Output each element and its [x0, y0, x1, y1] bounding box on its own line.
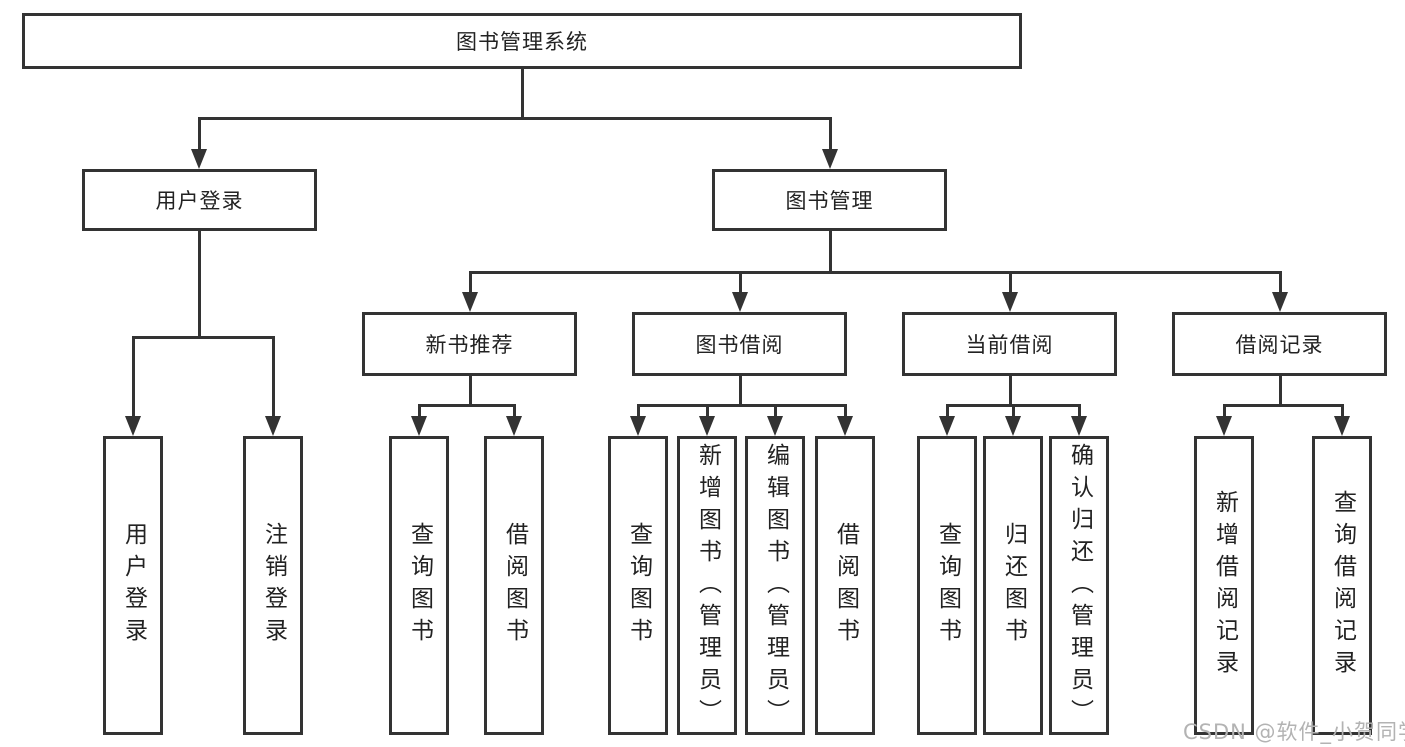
- connector-newbook-horizontal: [418, 404, 516, 407]
- node-root-label: 图书管理系统: [456, 30, 588, 54]
- node-newbook-recommend-label: 新书推荐: [425, 333, 514, 357]
- arrow-down-icon: [1071, 416, 1087, 436]
- leaf-label: 查询图书: [406, 521, 433, 650]
- connector-drop-login-leaf1: [132, 336, 135, 418]
- leaf-label: 注销登录: [260, 521, 287, 650]
- connector-drop-bookborrow: [739, 271, 742, 294]
- arrow-down-icon: [462, 292, 478, 312]
- connector-newbook-stub: [469, 376, 472, 407]
- leaf-query-books-1: 查询图书: [389, 436, 449, 735]
- leaf-borrow-books-1: 借阅图书: [484, 436, 544, 735]
- connector-drop: [1078, 404, 1081, 418]
- leaf-label: 查询借阅记录: [1329, 489, 1356, 682]
- csdn-watermark: CSDN @软件_小贺同学: [1183, 720, 1405, 744]
- connector-bookborrow-horizontal: [637, 404, 847, 407]
- connector-drop-login-leaf2: [272, 336, 275, 418]
- leaf-label: 借阅图书: [501, 521, 528, 650]
- arrow-down-icon: [191, 149, 207, 169]
- connector-drop: [706, 404, 709, 418]
- leaf-label: 编辑图书（管理员）: [762, 443, 789, 731]
- connector-drop: [637, 404, 640, 418]
- leaf-borrow-books-2: 借阅图书: [815, 436, 875, 735]
- connector-drop-borrowrecords: [1279, 271, 1282, 294]
- arrow-down-icon: [732, 292, 748, 312]
- node-current-borrow-label: 当前借阅: [965, 333, 1054, 357]
- connector-drop: [418, 404, 421, 418]
- connector-drop: [1341, 404, 1344, 418]
- node-root: 图书管理系统: [22, 13, 1022, 69]
- connector-drop: [946, 404, 949, 418]
- connector-drop-user-login: [198, 117, 201, 151]
- leaf-edit-books-admin: 编辑图书（管理员）: [745, 436, 805, 735]
- leaf-add-borrow-record: 新增借阅记录: [1194, 436, 1254, 735]
- leaf-label: 确认归还（管理员）: [1066, 443, 1093, 731]
- arrow-down-icon: [699, 416, 715, 436]
- leaf-user-login: 用户登录: [103, 436, 163, 735]
- connector-level1-horizontal: [198, 117, 831, 120]
- connector-borrowrecords-stub: [1279, 376, 1282, 407]
- leaf-label: 新增借阅记录: [1211, 489, 1238, 682]
- connector-drop: [1223, 404, 1226, 418]
- node-book-borrow-label: 图书借阅: [695, 333, 784, 357]
- connector-borrowrecords-horizontal: [1223, 404, 1344, 407]
- node-newbook-recommend: 新书推荐: [362, 312, 577, 376]
- arrow-down-icon: [1216, 416, 1232, 436]
- connector-bookborrow-stub: [739, 376, 742, 407]
- leaf-label: 查询图书: [625, 521, 652, 650]
- connector-level3-horizontal: [469, 271, 1282, 274]
- node-borrow-records: 借阅记录: [1172, 312, 1387, 376]
- leaf-logout: 注销登录: [243, 436, 303, 735]
- leaf-label: 新增图书（管理员）: [694, 443, 721, 731]
- arrow-down-icon: [125, 416, 141, 436]
- arrow-down-icon: [265, 416, 281, 436]
- connector-user-login-stub: [198, 231, 201, 339]
- arrow-down-icon: [1005, 416, 1021, 436]
- leaf-label: 借阅图书: [832, 521, 859, 650]
- arrow-down-icon: [1334, 416, 1350, 436]
- node-book-manage-label: 图书管理: [785, 189, 874, 213]
- connector-drop: [774, 404, 777, 418]
- node-book-borrow: 图书借阅: [632, 312, 847, 376]
- leaf-query-books-3: 查询图书: [917, 436, 977, 735]
- connector-root-stub: [521, 69, 524, 117]
- leaf-query-books-2: 查询图书: [608, 436, 668, 735]
- node-borrow-records-label: 借阅记录: [1235, 333, 1324, 357]
- node-user-login: 用户登录: [82, 169, 317, 231]
- leaf-label: 归还图书: [1000, 521, 1027, 650]
- leaf-confirm-return-admin: 确认归还（管理员）: [1049, 436, 1109, 735]
- connector-drop-book-manage: [829, 117, 832, 151]
- arrow-down-icon: [822, 149, 838, 169]
- leaf-return-books: 归还图书: [983, 436, 1043, 735]
- connector-user-login-horizontal: [132, 336, 275, 339]
- leaf-label: 用户登录: [120, 521, 147, 650]
- connector-drop-currentborrow: [1009, 271, 1012, 294]
- leaf-label: 查询图书: [934, 521, 961, 650]
- connector-drop: [513, 404, 516, 418]
- node-user-login-label: 用户登录: [155, 189, 244, 213]
- arrow-down-icon: [767, 416, 783, 436]
- node-book-manage: 图书管理: [712, 169, 947, 231]
- arrow-down-icon: [1272, 292, 1288, 312]
- connector-book-manage-stub: [829, 231, 832, 274]
- arrow-down-icon: [1002, 292, 1018, 312]
- arrow-down-icon: [411, 416, 427, 436]
- connector-currentborrow-stub: [1009, 376, 1012, 407]
- arrow-down-icon: [939, 416, 955, 436]
- leaf-add-books-admin: 新增图书（管理员）: [677, 436, 737, 735]
- connector-drop-newbook: [469, 271, 472, 294]
- arrow-down-icon: [630, 416, 646, 436]
- connector-drop: [844, 404, 847, 418]
- arrow-down-icon: [506, 416, 522, 436]
- node-current-borrow: 当前借阅: [902, 312, 1117, 376]
- connector-drop: [1012, 404, 1015, 418]
- arrow-down-icon: [837, 416, 853, 436]
- leaf-query-borrow-record: 查询借阅记录: [1312, 436, 1372, 735]
